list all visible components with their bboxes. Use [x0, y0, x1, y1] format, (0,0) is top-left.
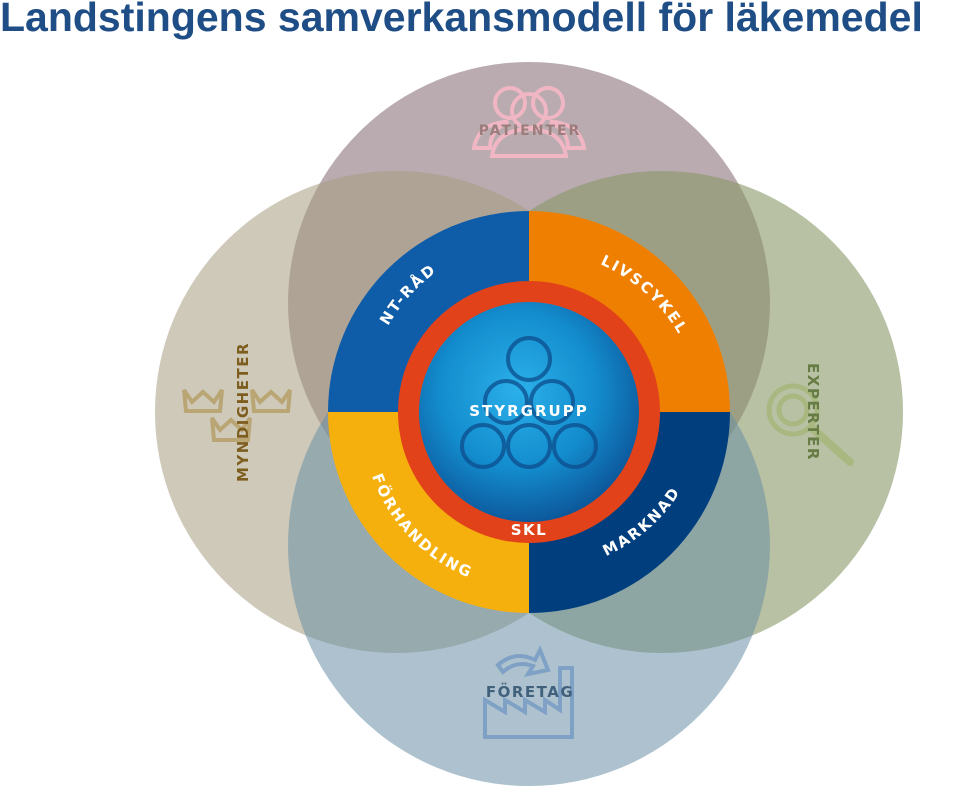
page-title: Landstingens samverkansmodell för läkeme…	[0, 0, 923, 40]
label-styrgrupp: STYRGRUPP	[469, 402, 588, 420]
label-foretag: FÖRETAG	[486, 682, 574, 701]
factory-icon	[483, 645, 574, 739]
crowns-icon	[182, 388, 292, 442]
label-skl: SKL	[511, 521, 548, 539]
magnifier-icon	[766, 383, 854, 466]
people-icon	[471, 86, 587, 158]
label-experter: EXPERTER	[804, 363, 822, 461]
label-myndigheter: MYNDIGHETER	[234, 342, 252, 482]
stacked-circles-icon	[460, 336, 598, 469]
label-patienter: PATIENTER	[479, 123, 582, 139]
